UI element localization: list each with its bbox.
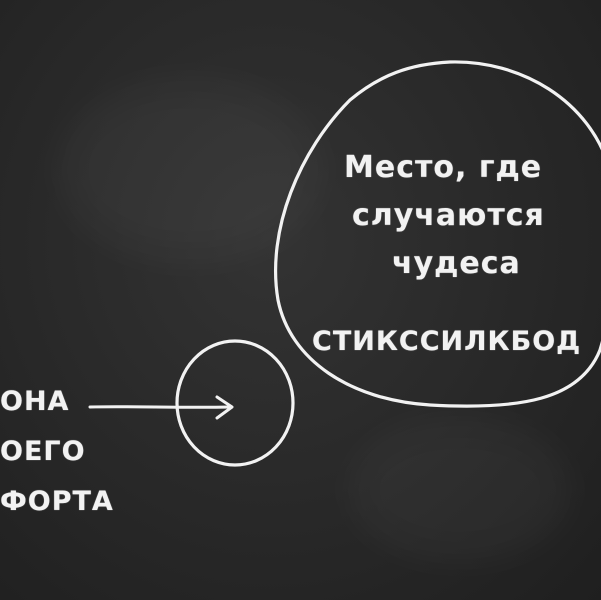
small-circle-label-line-2: ОЕГО (0, 436, 86, 467)
arrow-head-icon (215, 395, 234, 420)
big-circle-line-3: чудеса (392, 246, 521, 281)
big-circle-outline (273, 60, 601, 408)
big-circle-line-1: Место, где (344, 150, 543, 185)
small-circle-label-line-3: ФОРТА (0, 486, 114, 517)
big-circle-line-2: случаются (352, 198, 545, 233)
small-circle-label-line-1: ОНА (0, 386, 70, 417)
big-circle-signature: СТИКССИЛКБОД (312, 326, 582, 357)
arrow-line (88, 405, 232, 409)
small-circle-outline (175, 339, 295, 467)
